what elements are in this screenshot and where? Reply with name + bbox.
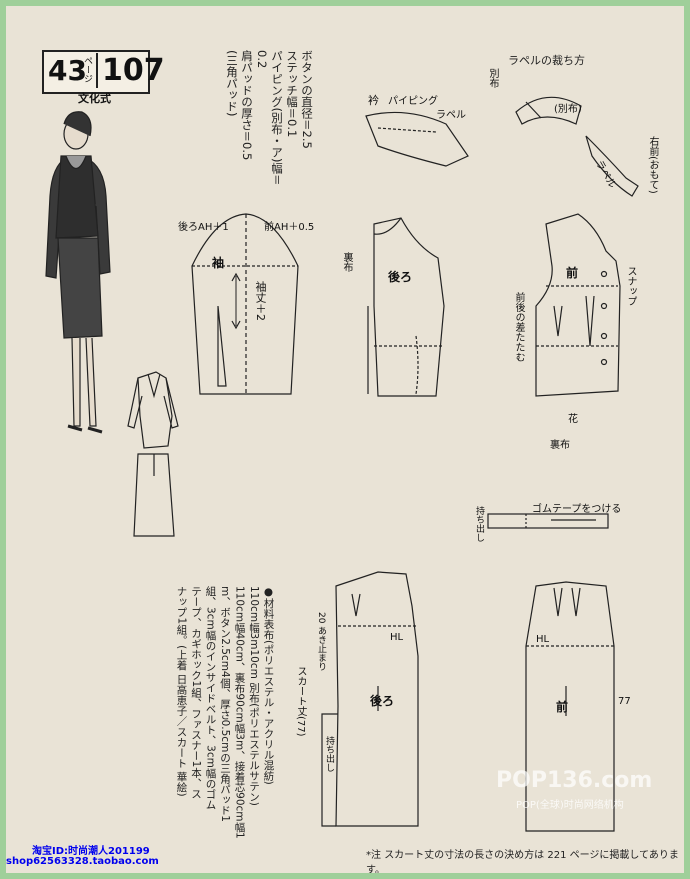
pattern-page: 43 ページ 107 文化式 ボタンの直径＝2.5 ステッチ幅＝0.1 パイピン…	[6, 6, 684, 873]
sleeve-label: 袖	[212, 256, 225, 270]
piping-label: パイピング	[388, 96, 438, 107]
front-back-darts-label: 前後の差たたむ	[513, 292, 524, 362]
pad-note2: (三角パッド)	[225, 50, 239, 117]
shop-id-watermark: 淘宝ID:时尚潮人201199	[32, 846, 150, 857]
pattern-drawings	[45, 96, 639, 832]
materials-block: ●材料表布(ポリエステル・アクリル混紡) 110cm幅3m10cm 別布(ポリエ…	[174, 586, 276, 861]
button-note: ボタンの直径＝2.5	[300, 50, 314, 149]
opening-label: 20 あき止まり	[316, 612, 326, 672]
waistband-mochidashi: 持ち出し	[474, 506, 484, 542]
page-ref-unit: ページ	[82, 56, 92, 83]
stitch-note: ステッチ幅＝0.1	[285, 50, 299, 138]
shop-url-watermark: shop62563328.taobao.com	[6, 856, 159, 867]
skirt-front-length: 77	[618, 696, 631, 707]
lining-label-back: 裏布	[341, 252, 352, 272]
betsununo-paren-label: (別布)	[554, 104, 582, 115]
page-number-box: 43 ページ 107	[42, 50, 165, 94]
pop-logo-sub: POP(全球)时尚网络机构	[516, 800, 624, 811]
skirt-front-hl: HL	[536, 634, 550, 645]
right-front-sketch	[585, 135, 639, 197]
front-bodice-pattern	[535, 213, 621, 397]
model-illustration	[45, 111, 111, 434]
model-number: 107	[96, 53, 165, 88]
skirt-flat-sketch	[133, 453, 175, 537]
pad-note: 肩パッドの厚さ＝0.5	[240, 50, 254, 161]
materials-heading: ●材料表布(ポリエステル・アクリル混紡)	[262, 586, 275, 785]
skirt-back-pattern	[321, 571, 419, 827]
materials-line-2: 110cm幅40cm、裏布90cm幅3m、接着芯90cm幅1	[233, 586, 246, 839]
materials-line-5: テープ、カギホック1組、ファスナー1本、ス	[190, 586, 202, 799]
footer-note: *注 スカート丈の寸法の長さの決め方は 221 ページに掲載してあります。	[366, 850, 679, 873]
skirt-front-label: 前	[556, 700, 569, 714]
flower-label-front: 花	[568, 414, 578, 425]
collar-pattern	[365, 111, 469, 167]
waistband-pattern	[487, 513, 609, 529]
jacket-flat-sketch	[127, 371, 179, 449]
collar-label: 衿	[368, 94, 379, 107]
page-ref: 43	[48, 54, 87, 87]
notes-block: ボタンの直径＝2.5 ステッチ幅＝0.1 パイピング(別布・ア)幅＝0.2 肩パ…	[224, 50, 314, 200]
snap-label: スナップ	[625, 266, 636, 306]
front-label: 前	[566, 266, 579, 280]
mochidashi-label: 持ち出し	[324, 736, 334, 772]
lapel-title: ラペルの裁ち方	[508, 54, 585, 67]
materials-line-6: ナップ1組。(上着 日高恵子／スカート 華絵)	[175, 586, 188, 797]
piping-note: パイピング(別布・ア)幅＝0.2	[255, 50, 284, 186]
lapel-cut-pattern	[515, 96, 582, 125]
skirt-back-hl: HL	[390, 632, 404, 643]
materials-line-1: 110cm幅3m10cm 別布(ポリエステルサテン)	[248, 586, 260, 806]
back-label: 後ろ	[388, 270, 413, 284]
lining-label-front: 裏布	[550, 440, 570, 451]
skirt-front-pattern	[525, 581, 615, 832]
materials-line-3: m、ボタン2.5cm4個、厚さ0.5cmの三角パッド1	[219, 586, 231, 822]
lapel-label: ラペル	[436, 110, 466, 121]
front-ah-label: 前AH＋0.5	[264, 222, 315, 233]
skirt-length-label: スカート丈(77)	[295, 666, 306, 737]
skirt-back-label: 後ろ	[370, 694, 395, 708]
pop-logo-watermark: POP136.com	[496, 768, 653, 793]
right-front-label: 右前(おもて)	[647, 136, 658, 194]
betsununo-label: 別布	[487, 68, 498, 88]
sleeve-length-label: 袖丈＋2	[254, 281, 267, 321]
back-bodice-pattern	[367, 217, 445, 397]
materials-line-4: 組、3cm幅のインサイドベルト、3cm幅のゴム	[204, 586, 217, 810]
sleeve-pattern	[191, 213, 299, 396]
back-ah-label: 後ろAH＋1	[178, 222, 229, 233]
elastic-label: ゴムテープをつける	[532, 504, 622, 515]
system-label: 文化式	[78, 92, 111, 105]
